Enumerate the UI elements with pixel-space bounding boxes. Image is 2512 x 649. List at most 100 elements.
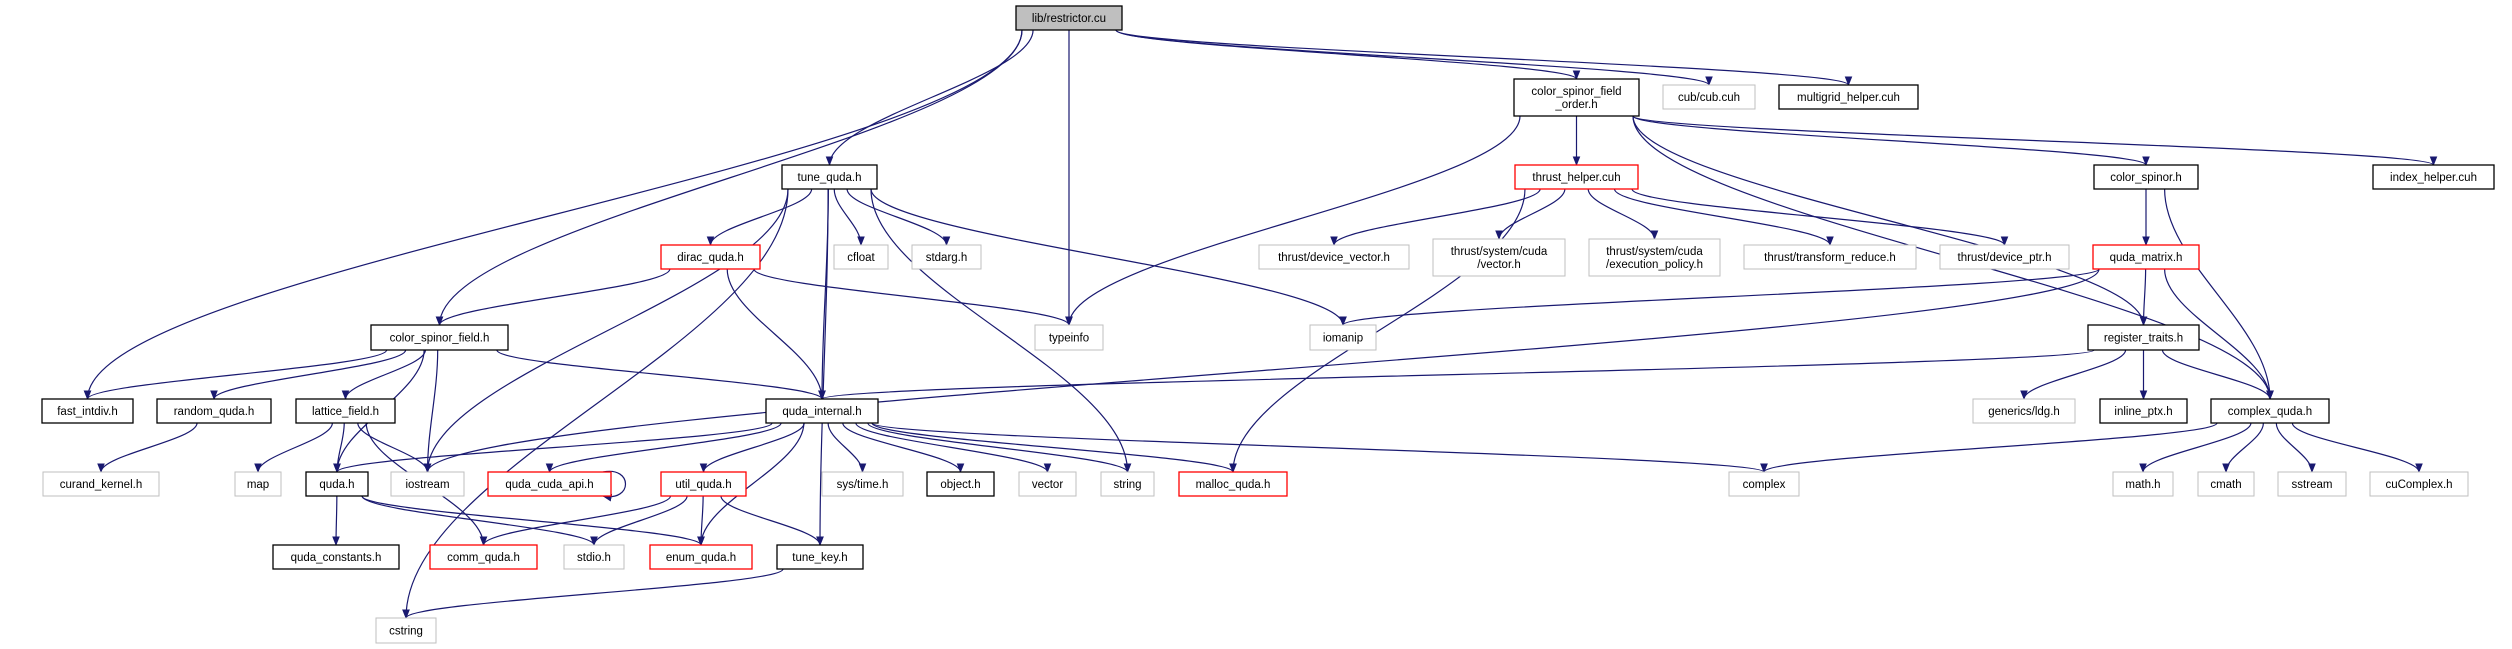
edge-complex_quda-to-complex — [1760, 422, 2218, 473]
node-label: thrust/device_vector.h — [1278, 252, 1390, 264]
edge-quda_internal-to-quda_cuda_api — [545, 422, 782, 473]
node-box — [1432, 238, 1566, 277]
node-label: complex_quda.h — [2228, 406, 2312, 418]
node-comm-quda[interactable]: comm_quda.h — [429, 544, 538, 570]
node-box — [2210, 398, 2330, 424]
edge-quda_internal-to-quda_h — [333, 422, 773, 473]
node-label: map — [247, 479, 269, 491]
node-quda-matrix[interactable]: quda_matrix.h — [2092, 244, 2200, 270]
node-box — [156, 398, 272, 424]
node-t-dev-ptr: thrust/device_ptr.h — [1939, 244, 2070, 270]
node-box — [926, 471, 995, 497]
edge-complex_quda-to-sstream — [2275, 422, 2316, 473]
node-thrust-helper[interactable]: thrust_helper.cuh — [1514, 164, 1639, 190]
node-inline-ptx[interactable]: inline_ptx.h — [2099, 398, 2188, 424]
edge-tune_quda-to-cstring — [402, 188, 789, 619]
node-label: register_traits.h — [2104, 333, 2183, 345]
node-label: stdarg.h — [926, 252, 968, 264]
node-object[interactable]: object.h — [926, 471, 995, 497]
node-enum-quda[interactable]: enum_quda.h — [649, 544, 753, 570]
node-malloc-quda[interactable]: malloc_quda.h — [1178, 471, 1288, 497]
node-box — [765, 398, 879, 424]
edge-tune_quda-to-iostream — [423, 188, 789, 473]
node-label: thrust/system/cuda/vector.h — [1451, 246, 1548, 271]
edge-quda_matrix-to-complex_quda — [2164, 268, 2274, 400]
node-t-sys-vec: thrust/system/cuda/vector.h — [1432, 238, 1566, 277]
node-dirac-quda[interactable]: dirac_quda.h — [660, 244, 761, 270]
node-box — [649, 544, 753, 570]
node-csfo[interactable]: color_spinor_field_order.h — [1513, 78, 1640, 117]
edge-complex_quda-to-math — [2139, 422, 2252, 473]
node-fast-intdiv[interactable]: fast_intdiv.h — [41, 398, 134, 424]
node-label: tune_quda.h — [798, 172, 862, 184]
edge-thrust_helper-to-t_exec — [1587, 188, 1659, 240]
node-quda-cuda-api[interactable]: quda_cuda_api.h — [487, 471, 612, 497]
edge-color_spinor-to-complex_quda — [2164, 188, 2274, 400]
edge-csf-to-quda_internal — [496, 349, 826, 400]
node-generics-ldg: generics/ldg.h — [1972, 398, 2076, 424]
edge-quda_internal-to-string — [867, 422, 1132, 473]
node-random-quda[interactable]: random_quda.h — [156, 398, 272, 424]
node-box — [1662, 84, 1756, 110]
node-label: color_spinor_field_order.h — [1531, 86, 1621, 111]
node-label: thrust/transform_reduce.h — [1764, 252, 1896, 264]
edge-quda_h-to-enum_quda — [361, 495, 705, 546]
node-box — [429, 544, 538, 570]
node-color-spinor[interactable]: color_spinor.h — [2093, 164, 2199, 190]
node-stdarg: stdarg.h — [911, 244, 982, 270]
nodes-layer: lib/restrictor.cu tune_quda.h color_spinor… — [41, 5, 2495, 644]
node-label: thrust/device_ptr.h — [1958, 252, 2052, 264]
node-box — [272, 544, 400, 570]
node-box — [911, 244, 982, 270]
node-label: quda_cuda_api.h — [505, 479, 593, 491]
node-box — [660, 244, 761, 270]
node-util-quda[interactable]: util_quda.h — [660, 471, 747, 497]
node-tune-key[interactable]: tune_key.h — [776, 544, 864, 570]
edge-lattice_field-to-quda_h — [333, 422, 345, 473]
node-label: color_spinor_field.h — [390, 333, 490, 345]
node-box — [1015, 5, 1123, 31]
node-box — [776, 544, 864, 570]
node-quda-h[interactable]: quda.h — [305, 471, 369, 497]
node-label: thrust/system/cuda/execution_policy.h — [1606, 246, 1703, 271]
node-box — [1972, 398, 2076, 424]
node-label: complex — [1743, 479, 1786, 491]
edge-complex_quda-to-cucomplex — [2291, 422, 2423, 473]
edge-register_traits-to-complex_quda — [2161, 349, 2274, 400]
node-label: quda_internal.h — [782, 406, 861, 418]
node-label: multigrid_helper.cuh — [1797, 92, 1900, 104]
node-label: sstream — [2292, 479, 2333, 491]
edge-csf-to-lattice_field — [341, 349, 426, 400]
edge-util_quda-to-stdio — [590, 495, 688, 546]
node-index-helper[interactable]: index_helper.cuh — [2372, 164, 2495, 190]
node-box — [305, 471, 369, 497]
node-label: vector — [1032, 479, 1063, 491]
node-box — [1778, 84, 1919, 110]
edge-csf-to-random_quda — [210, 349, 407, 400]
edge-tune_quda-to-tune_key — [816, 188, 829, 546]
node-restrictor[interactable]: lib/restrictor.cu — [1015, 5, 1123, 31]
node-lattice-field[interactable]: lattice_field.h — [295, 398, 396, 424]
edge-register_traits-to-quda_internal — [818, 349, 2095, 400]
node-register-traits[interactable]: register_traits.h — [2087, 324, 2200, 351]
node-label: typeinfo — [1049, 333, 1089, 345]
node-box — [1018, 471, 1077, 497]
edge-quda_internal-to-object — [842, 422, 965, 473]
node-multigrid[interactable]: multigrid_helper.cuh — [1778, 84, 1919, 110]
edge-util_quda-to-enum_quda — [697, 495, 705, 546]
node-box — [41, 398, 134, 424]
node-label: fast_intdiv.h — [57, 406, 118, 418]
node-quda-internal[interactable]: quda_internal.h — [765, 398, 879, 424]
node-quda-constants[interactable]: quda_constants.h — [272, 544, 400, 570]
node-label: generics/ldg.h — [1988, 406, 2060, 418]
node-box — [2093, 164, 2199, 190]
node-map: map — [234, 471, 282, 497]
node-tune-quda[interactable]: tune_quda.h — [781, 164, 878, 190]
node-box — [1309, 324, 1377, 351]
node-t-dev-vec: thrust/device_vector.h — [1258, 244, 1410, 270]
node-box — [2372, 164, 2495, 190]
node-complex-quda[interactable]: complex_quda.h — [2210, 398, 2330, 424]
node-box — [2099, 398, 2188, 424]
node-curand-kernel: curand_kernel.h — [42, 471, 160, 497]
node-csf[interactable]: color_spinor_field.h — [370, 324, 509, 351]
